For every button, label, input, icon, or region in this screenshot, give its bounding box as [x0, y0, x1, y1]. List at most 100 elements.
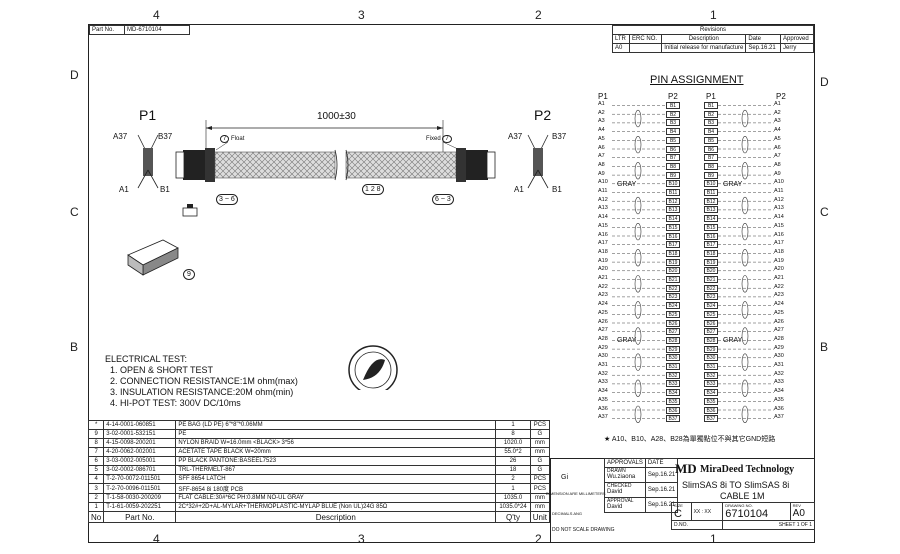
- tol-note: DECIMALS ANG: [552, 511, 583, 516]
- zone-bottom-1: 1: [710, 532, 717, 546]
- bom-cell: PCS: [529, 420, 551, 430]
- pin-label: B5: [704, 136, 718, 144]
- pin-label: A27: [598, 327, 608, 334]
- pin-label: B21: [704, 276, 718, 283]
- zone-left-c: C: [70, 205, 79, 219]
- pin-label: B37: [666, 415, 680, 423]
- bom-cell: 1020.0: [495, 438, 531, 448]
- pin-label: A21: [774, 275, 784, 281]
- right-connector: [456, 148, 496, 182]
- zone-top-3: 3: [358, 8, 365, 22]
- rev-header-desc: Description: [661, 34, 747, 44]
- pin-label: A3: [774, 118, 781, 125]
- pin-label: B32: [704, 371, 718, 379]
- bom-cell: 9: [87, 429, 105, 439]
- gray-label-1: GRAY: [617, 181, 637, 188]
- pin-label: B17: [704, 241, 718, 249]
- company-logo: MD: [675, 461, 697, 476]
- pin-label: B28: [704, 336, 718, 344]
- zone-bottom-4: 4: [153, 532, 160, 546]
- pin-label: A5: [774, 135, 781, 142]
- zone-bottom-2: 2: [535, 532, 542, 546]
- bom-cell: T-2-70-0072-011501: [103, 474, 177, 484]
- electrical-test-item-1: 1. OPEN & SHORT TEST: [110, 365, 214, 375]
- pin-label: B14: [666, 215, 680, 223]
- bom-cell: ACETATE TAPE BLACK W=20mm: [175, 447, 497, 457]
- pin-label: A16: [598, 231, 608, 238]
- balloon-7-right-num: 7: [442, 135, 452, 143]
- pin-label: B23: [666, 293, 680, 301]
- balloon-7-left-num: 7: [220, 135, 230, 143]
- pin-label: A19: [598, 257, 608, 264]
- pin-label: B4: [704, 128, 718, 136]
- part-no-header: Part No.MD-6710104: [89, 25, 190, 35]
- drawing-title-1: SlimSAS 8i TO SlimSAS 8i: [682, 480, 790, 490]
- size-value: C: [674, 508, 682, 520]
- pin-label: A6: [774, 144, 781, 151]
- bom-cell: mm: [529, 438, 551, 448]
- pin-label: A34: [774, 388, 784, 395]
- drawn-label: DRAWN: [607, 468, 626, 474]
- pin-label: A26: [598, 318, 608, 325]
- pin-label: B19: [666, 258, 680, 266]
- pin-label: A30: [598, 353, 608, 360]
- rev-erc: [629, 43, 663, 53]
- pin-label: B4: [666, 128, 680, 136]
- drawing-no-cell: DRAWING NO.6710104: [722, 502, 791, 521]
- checked-date: Sep.16.21: [644, 482, 679, 498]
- pin-label: B30: [704, 354, 718, 362]
- rev-ltr: A0: [611, 43, 631, 53]
- pin-label: B5: [666, 136, 680, 144]
- approval-date: Sep.16.21: [644, 497, 679, 513]
- bom-header: Part No.: [103, 511, 177, 523]
- pin-label: B37: [704, 415, 718, 423]
- approvals-header: APPROVALS: [604, 458, 646, 468]
- drawing-frame: [88, 24, 815, 543]
- gray-label-4: GRAY: [723, 337, 743, 344]
- bom-cell: SFF-8654 8i 180度 PCB: [175, 483, 497, 494]
- pin-label: A10: [774, 179, 784, 186]
- zone-bottom-3: 3: [358, 532, 365, 546]
- pin-col-header-p1-left: P1: [598, 92, 608, 101]
- bom-cell: 4: [87, 474, 105, 484]
- pin-label: B36: [666, 406, 680, 414]
- pin-label: A4: [598, 127, 605, 134]
- bom-header: Q'ty: [495, 511, 531, 523]
- zone-top-2: 2: [535, 8, 542, 22]
- pin-label: B16: [666, 232, 680, 240]
- zone-top-4: 4: [153, 8, 160, 22]
- dno-label: D.NO.: [670, 520, 724, 530]
- p1-pin-b37: B37: [158, 132, 173, 141]
- pin-label: A10: [598, 179, 608, 186]
- drawn-date: Sep.16.21: [644, 467, 679, 483]
- pin-note: ★ A10、B10、A28、B28為單獨點位不與其它GND短路: [604, 436, 776, 443]
- pin-label: B19: [704, 258, 718, 266]
- pin-label: B7: [666, 154, 680, 162]
- bom-cell: 1: [495, 420, 531, 430]
- p1-end-view: [137, 134, 159, 189]
- bom-cell: 1: [87, 502, 105, 512]
- zone-left-d: D: [70, 68, 79, 82]
- pin-label: A33: [774, 379, 784, 386]
- pin-label: A22: [598, 283, 608, 290]
- zone-top-1: 1: [710, 8, 717, 22]
- bom-cell: 8: [87, 438, 105, 448]
- pin-label: A24: [598, 301, 608, 308]
- approval-name: David: [607, 504, 623, 510]
- pin-label: A23: [598, 292, 608, 299]
- fscm-value: XX : XX: [690, 502, 724, 521]
- bom-header: No: [87, 511, 105, 523]
- drawing-no-value: 6710104: [725, 508, 769, 520]
- pin-label: B34: [666, 389, 680, 397]
- bom-cell: 1035.0*24: [495, 502, 531, 512]
- pin-label: B20: [666, 267, 680, 275]
- pin-label: A37: [598, 414, 608, 421]
- pin-label: A22: [774, 283, 784, 290]
- balloon-7-right: Fixed 7: [426, 135, 452, 143]
- bom-cell: G: [529, 456, 551, 466]
- gray-label-3: GRAY: [617, 337, 637, 344]
- braid-left: [214, 151, 336, 179]
- bom-cell: 3-02-0001-532151: [103, 429, 177, 439]
